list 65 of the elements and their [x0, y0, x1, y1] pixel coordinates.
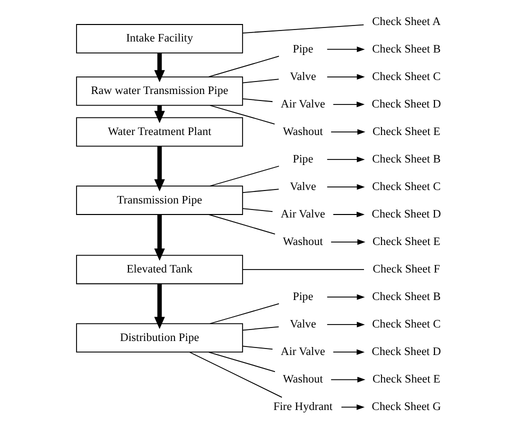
connector [208, 214, 275, 234]
arrow [154, 214, 164, 261]
node-text: Check Sheet B [372, 153, 440, 166]
node-text: Check Sheet E [372, 236, 440, 248]
arrow [340, 404, 364, 410]
connector [208, 56, 279, 78]
node-text: Pipe [292, 43, 313, 56]
node-text: Washout [282, 374, 322, 386]
connector [209, 303, 279, 324]
node-text: Pipe [292, 153, 313, 166]
connector [242, 208, 272, 212]
connector [208, 352, 275, 372]
node-text: Pipe [292, 291, 313, 304]
connector [242, 24, 364, 34]
node-box: Elevated Tank [76, 254, 243, 284]
connector [242, 269, 364, 270]
node-text: Check Sheet D [371, 208, 440, 221]
connector [242, 326, 279, 331]
connector [209, 166, 279, 186]
arrow [330, 129, 365, 135]
node-text: Check Sheet C [372, 70, 440, 83]
node-text: Check Sheet C [372, 318, 440, 331]
node-text: Check Sheet E [372, 126, 440, 138]
arrow [332, 349, 364, 355]
node-text: Valve [289, 70, 316, 83]
node-text: Air Valve [280, 346, 325, 358]
node-box: Water Treatment Plant [76, 117, 243, 147]
arrow [154, 52, 164, 82]
node-text: Check Sheet B [372, 291, 440, 304]
arrow [326, 322, 364, 328]
arrow [332, 212, 364, 218]
connector [242, 78, 279, 84]
arrow [326, 46, 364, 52]
arrow [326, 294, 364, 300]
arrow [330, 376, 365, 382]
node-text: Check Sheet G [371, 401, 440, 414]
arrow [154, 284, 164, 330]
node-box: Distribution Pipe [76, 323, 243, 353]
node-box: Transmission Pipe [76, 186, 243, 215]
node-text: Air Valve [280, 98, 325, 110]
node-text: Check Sheet F [372, 264, 440, 276]
arrow [326, 184, 364, 190]
node-text: Washout [282, 126, 322, 138]
node-box: Raw water Transmission Pipe [76, 76, 243, 106]
node-text: Check Sheet A [372, 16, 440, 28]
node-text: Check Sheet D [371, 98, 440, 110]
node-text: Check Sheet B [372, 43, 440, 56]
node-text: Air Valve [280, 208, 325, 221]
arrow [154, 146, 164, 192]
arrow [330, 239, 365, 245]
connector [242, 346, 272, 350]
arrow [326, 74, 364, 80]
node-text: Valve [289, 318, 316, 331]
node-text: Check Sheet E [372, 374, 440, 386]
arrow [332, 102, 364, 108]
node-text: Washout [282, 236, 322, 248]
arrow [326, 156, 364, 162]
connector [242, 98, 272, 102]
connector [188, 352, 282, 398]
node-text: Fire Hydrant [272, 401, 332, 414]
node-text: Check Sheet C [372, 180, 440, 193]
node-text: Check Sheet D [371, 346, 440, 358]
node-text: Valve [289, 180, 316, 193]
connector [242, 188, 279, 193]
node-box: Intake Facility [76, 24, 243, 54]
